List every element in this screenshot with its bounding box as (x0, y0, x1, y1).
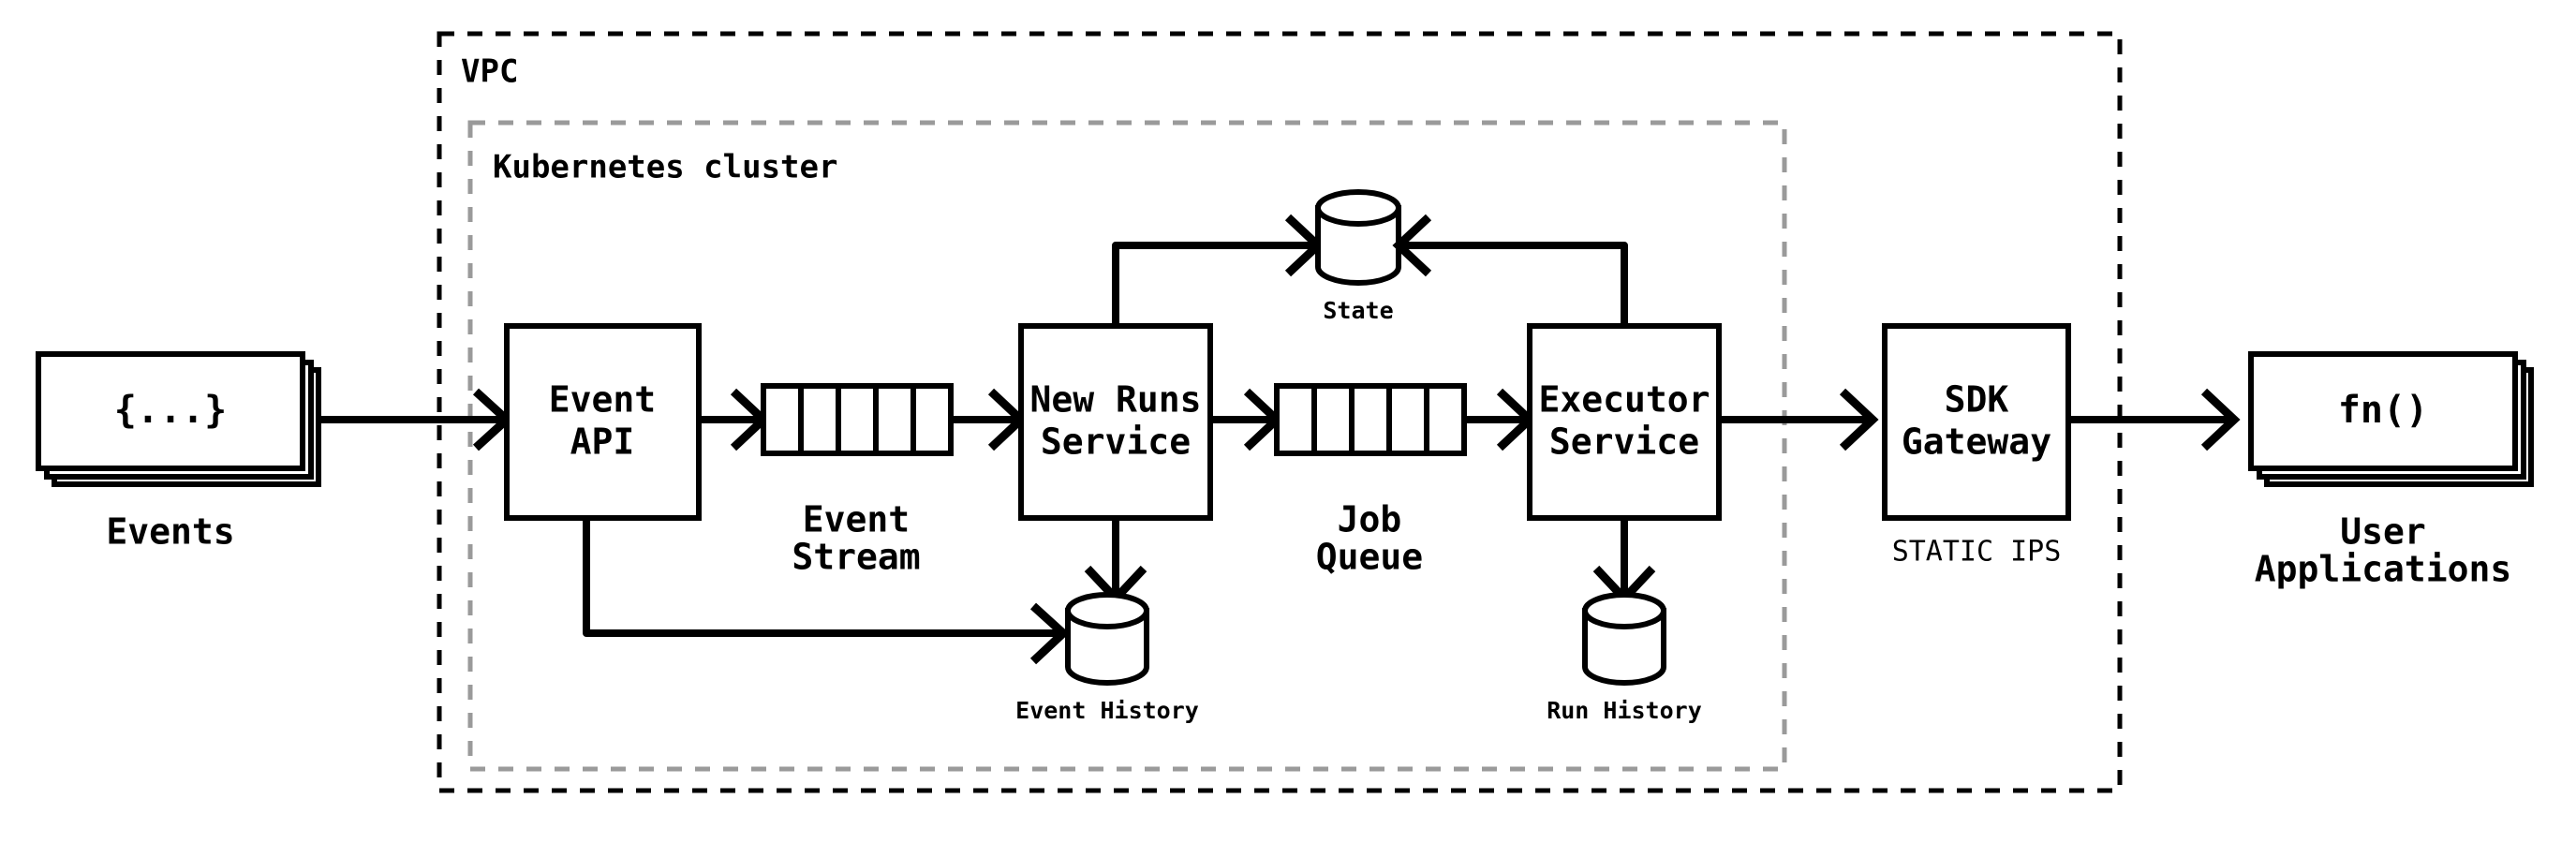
user-applications-card-body: fn() (2338, 389, 2428, 432)
sdk-gateway-label-line1: SDK (1945, 379, 2009, 421)
executor-service-node[interactable]: Executor Service (1527, 323, 1722, 521)
job-queue-cell-4 (1386, 383, 1429, 456)
job-queue-cell-2 (1311, 383, 1355, 456)
sdk-gateway-node[interactable]: SDK Gateway (1882, 323, 2071, 521)
edge-executor-to-sdk-gateway (1719, 388, 1879, 451)
job-queue-caption-line1: Job (1338, 499, 1402, 540)
run-history-caption: Run History (1547, 697, 1702, 724)
event-stream-cell-1 (761, 383, 804, 456)
edge-event-stream-to-new-runs (951, 388, 1028, 451)
job-queue-cell-1 (1274, 383, 1317, 456)
run-history-cylinder-top (1582, 592, 1666, 629)
event-history-cylinder[interactable] (1065, 592, 1149, 686)
event-api-box (504, 323, 702, 521)
executor-service-label-line1: Executor (1538, 379, 1710, 421)
job-queue-cell-5 (1424, 383, 1467, 456)
job-queue[interactable] (1274, 383, 1467, 456)
user-applications-caption-line2: Applications (2255, 549, 2512, 590)
edge-new-runs-to-job-queue (1210, 388, 1283, 451)
state-cylinder-top (1315, 189, 1401, 227)
event-stream-caption-line1: Event (803, 499, 910, 540)
new-runs-service-label-line2: Service (1041, 422, 1191, 463)
event-history-cylinder-top (1065, 592, 1149, 629)
edge-event-api-to-event-history (583, 518, 1070, 665)
job-queue-caption-line2: Queue (1316, 537, 1423, 578)
edge-event-api-to-event-stream (699, 388, 770, 451)
edge-executor-to-run-history (1592, 518, 1656, 605)
event-stream-queue[interactable] (761, 383, 954, 456)
event-api-label-line2: API (570, 422, 635, 463)
kubernetes-group-border (467, 120, 1787, 772)
edge-events-to-event-api (319, 388, 513, 451)
state-caption: State (1323, 297, 1393, 324)
events-caption: Events (106, 511, 234, 553)
event-api-label-line1: Event (549, 379, 656, 421)
sdk-gateway-label-line2: Gateway (1902, 422, 2051, 463)
vpc-group-border (437, 31, 2123, 793)
job-queue-cell-3 (1349, 383, 1392, 456)
new-runs-service-node[interactable]: New Runs Service (1018, 323, 1213, 521)
edge-executor-to-state (1392, 214, 1628, 326)
sdk-gateway-sublabel: STATIC IPS (1892, 536, 2062, 569)
events-card-body: {...} (114, 389, 227, 432)
kubernetes-group-label: Kubernetes cluster (493, 149, 837, 186)
event-history-caption: Event History (1015, 697, 1199, 724)
state-cylinder[interactable] (1315, 189, 1401, 286)
event-stream-cell-2 (798, 383, 841, 456)
events-card-stack[interactable]: {...} (36, 351, 321, 487)
user-applications-card-stack[interactable]: fn() (2248, 351, 2534, 487)
vpc-group-label: VPC (461, 53, 518, 91)
edge-job-queue-to-executor (1464, 388, 1536, 451)
event-stream-cell-5 (910, 383, 954, 456)
edge-sdk-gateway-to-user-applications (2068, 388, 2241, 451)
events-card-front (36, 351, 305, 471)
edge-new-runs-to-event-history (1084, 518, 1147, 605)
event-stream-cell-4 (873, 383, 916, 456)
new-runs-service-label-line1: New Runs (1029, 379, 1201, 421)
event-stream-caption-line2: Stream (792, 537, 920, 578)
run-history-cylinder[interactable] (1582, 592, 1666, 686)
event-stream-cell-3 (836, 383, 879, 456)
executor-service-label-line2: Service (1549, 422, 1699, 463)
user-applications-card-front (2248, 351, 2518, 471)
edge-new-runs-to-state (1112, 214, 1325, 326)
event-api-node[interactable]: Event API (504, 323, 702, 521)
user-applications-caption-line1: User (2340, 511, 2426, 553)
